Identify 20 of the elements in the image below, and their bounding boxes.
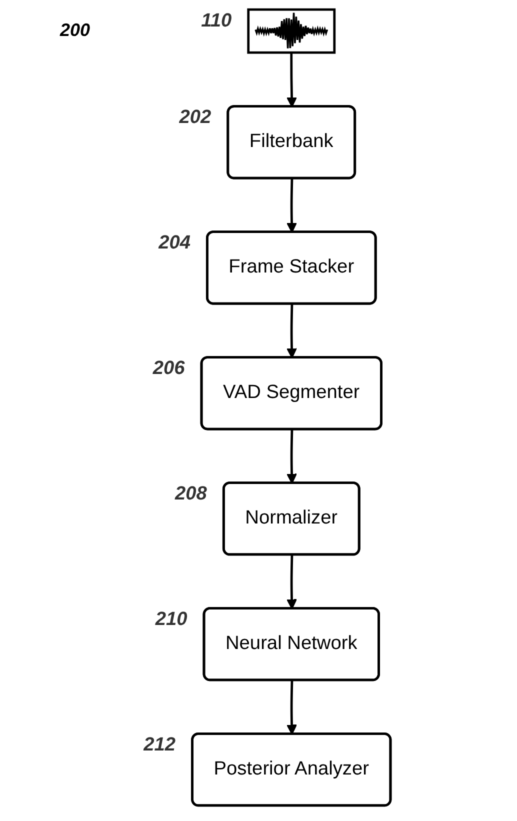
reference-numeral: 204 (158, 232, 190, 254)
arrow (286, 52, 297, 108)
reference-numeral: 210 (155, 609, 188, 630)
node-label: Frame Stacker (228, 256, 354, 278)
node-label: Posterior Analyzer (214, 758, 369, 780)
reference-numeral: 212 (144, 734, 176, 756)
reference-numeral: 202 (179, 107, 212, 128)
arrow (286, 555, 297, 610)
arrow (286, 680, 297, 735)
arrow (286, 430, 297, 484)
arrow (286, 304, 297, 358)
node-label: Normalizer (245, 508, 338, 528)
node-label: VAD Segmenter (222, 382, 360, 403)
node-label: Neural Network (225, 633, 358, 654)
reference-numeral: 200 (60, 20, 90, 41)
reference-numeral: 206 (152, 358, 185, 380)
node-label: Filterbank (249, 131, 334, 152)
arrow (286, 178, 297, 233)
reference-numeral: 208 (175, 484, 207, 505)
reference-numeral: 110 (201, 10, 232, 32)
